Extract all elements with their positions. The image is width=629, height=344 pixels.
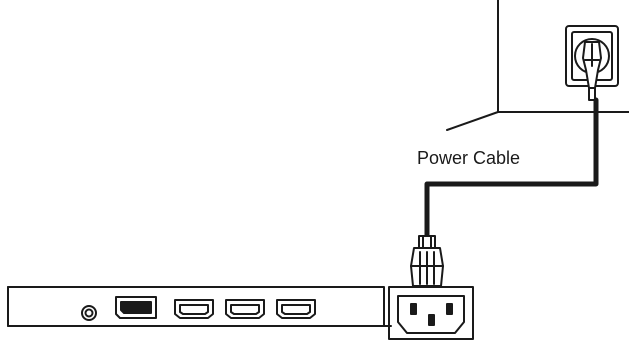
- ac-power-inlet: [388, 286, 474, 340]
- wall-plug: [582, 41, 602, 101]
- monitor-back-panel: [7, 286, 392, 327]
- iec-connector: [410, 235, 444, 287]
- power-cable-label: Power Cable: [417, 148, 521, 168]
- hdmi-port-2: [225, 299, 265, 319]
- wall-corner: [446, 0, 629, 131]
- power-cable: [424, 97, 599, 241]
- hdmi-port-1: [174, 299, 214, 319]
- hdmi-port-3: [276, 299, 316, 319]
- audio-jack: [81, 305, 97, 321]
- displayport-port: [115, 296, 157, 319]
